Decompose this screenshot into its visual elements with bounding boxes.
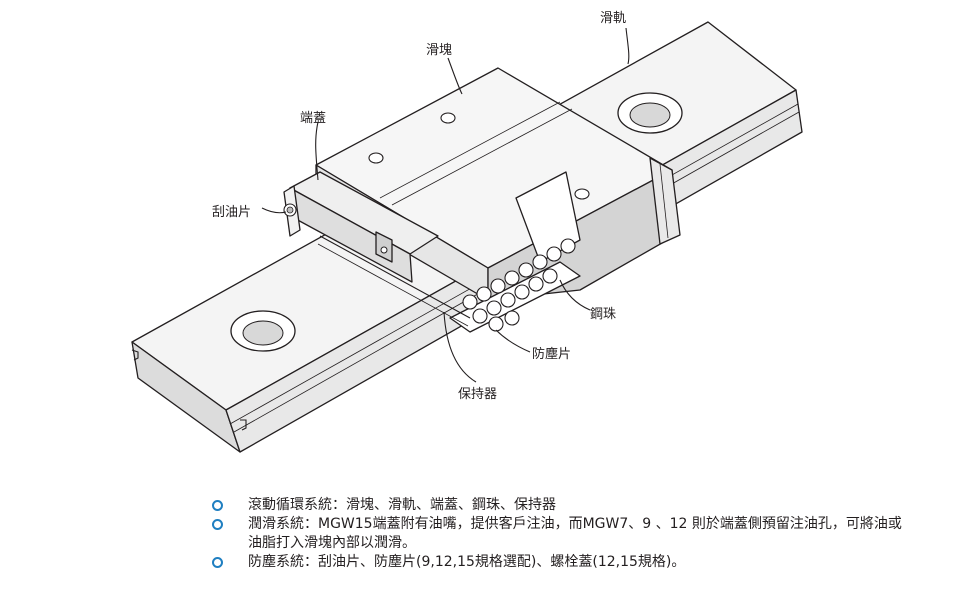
note-text: 防塵系統：刮油片、防塵片(9,12,15規格選配)、螺栓蓋(12,15規格)。 (248, 554, 686, 570)
note-rolling-system: 滾動循環系統：滑塊、滑軌、端蓋、鋼珠、保持器 (212, 496, 912, 515)
retainer (317, 235, 471, 327)
label-retainer: 保持器 (458, 387, 497, 402)
bullet-icon (212, 500, 223, 511)
leader-lines (261, 27, 630, 383)
rail-hole-front (230, 310, 296, 352)
note-lubrication-system: 潤滑系統：MGW15端蓋附有油嘴，提供客戶注油，而MGW7、9 、12 則於端蓋… (212, 515, 912, 553)
callout-labels: 滑軌 滑塊 端蓋 刮油片 鋼珠 防塵片 保持器 (212, 10, 626, 402)
steel-balls (462, 238, 576, 332)
note-text: 滾動循環系統：滑塊、滑軌、端蓋、鋼珠、保持器 (248, 497, 556, 513)
note-text: 潤滑系統：MGW15端蓋附有油嘴，提供客戶注油，而MGW7、9 、12 則於端蓋… (248, 516, 902, 551)
linear-guide-diagram: 滑軌 滑塊 端蓋 刮油片 鋼珠 防塵片 保持器 (131, 10, 803, 453)
scraper-plate (283, 185, 301, 237)
label-ball: 鋼珠 (590, 307, 616, 322)
label-dust-plate: 防塵片 (532, 346, 571, 362)
label-block: 滑塊 (426, 42, 452, 58)
system-notes: 滾動循環系統：滑塊、滑軌、端蓋、鋼珠、保持器 潤滑系統：MGW15端蓋附有油嘴，… (212, 496, 912, 572)
label-rail: 滑軌 (600, 10, 626, 26)
note-dustproof-system: 防塵系統：刮油片、防塵片(9,12,15規格選配)、螺栓蓋(12,15規格)。 (212, 553, 912, 572)
bullet-icon (212, 557, 223, 568)
rail-hole-rear (617, 92, 683, 134)
label-end-cap: 端蓋 (300, 111, 326, 126)
bullet-icon (212, 519, 223, 530)
label-scraper: 刮油片 (212, 205, 251, 220)
